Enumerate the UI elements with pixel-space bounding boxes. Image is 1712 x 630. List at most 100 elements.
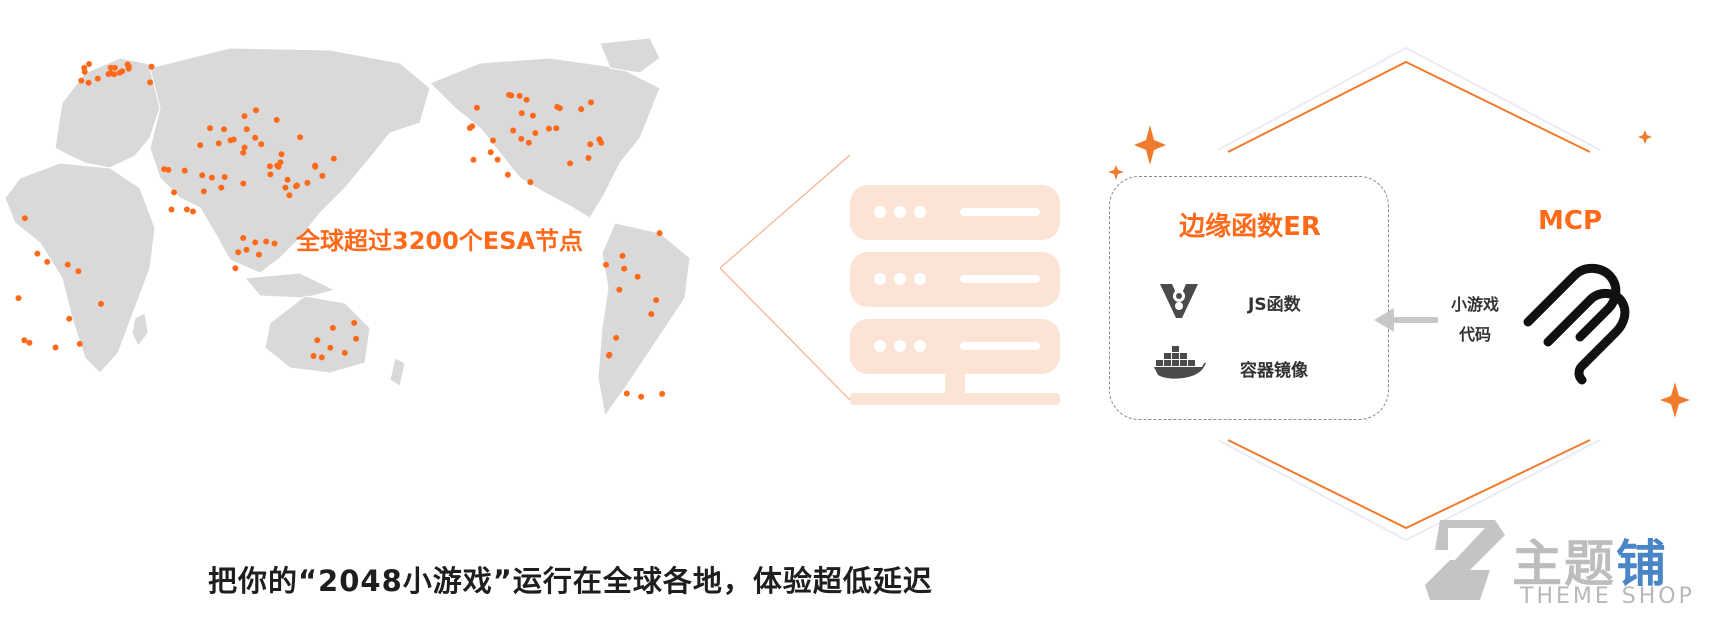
node-dot	[266, 163, 273, 170]
node-dot	[241, 144, 248, 151]
node-dot	[208, 174, 215, 181]
watermark-subtitle: THEME SHOP	[1520, 584, 1695, 609]
node-dot	[215, 140, 222, 147]
node-dot	[221, 174, 228, 180]
mcp-title: MCP	[1538, 206, 1603, 236]
node-dot	[190, 208, 196, 215]
node-dot	[648, 311, 655, 318]
node-dot	[111, 64, 118, 71]
connector-lines	[720, 154, 851, 401]
node-dot	[241, 113, 248, 120]
node-dot	[634, 273, 641, 280]
node-dot	[64, 261, 71, 268]
node-dot	[510, 127, 517, 134]
node-dot	[638, 393, 645, 400]
edge-function-title: 边缘函数ER	[1179, 212, 1321, 242]
node-dot	[525, 139, 532, 146]
south-america-landmass	[597, 222, 691, 418]
node-dot	[587, 141, 594, 148]
node-dot	[243, 246, 250, 253]
left-arrow-icon	[1374, 308, 1438, 332]
node-dot	[86, 61, 93, 67]
node-dot	[44, 258, 51, 265]
node-dot	[171, 189, 177, 196]
node-dot	[200, 188, 207, 195]
node-dot	[125, 65, 132, 72]
indonesia-landmass	[244, 272, 337, 299]
asia-landmass	[149, 47, 431, 274]
node-dot	[76, 340, 83, 347]
node-dot	[78, 77, 85, 84]
node-dot	[319, 172, 326, 179]
node-dot	[263, 238, 270, 245]
sparkle-icon	[1638, 130, 1652, 144]
node-dot	[656, 230, 663, 237]
node-dot	[353, 335, 360, 342]
watermark-title: 主题铺	[1512, 535, 1668, 593]
node-dot	[532, 130, 539, 136]
node-dot	[613, 334, 620, 341]
new-zealand-landmass	[389, 357, 406, 387]
node-dot	[105, 71, 112, 77]
node-dot	[588, 99, 594, 106]
edge-function-box	[1109, 176, 1389, 420]
node-dot	[297, 134, 304, 141]
hexagon-frame	[1108, 46, 1690, 542]
node-dot	[197, 142, 204, 149]
node-dot	[327, 344, 334, 351]
node-dot	[466, 125, 473, 131]
node-dot	[199, 172, 206, 179]
node-dot	[98, 300, 104, 307]
v8-engine-icon	[1160, 284, 1198, 318]
node-dot	[271, 240, 278, 247]
node-dot	[304, 179, 311, 186]
node-dot	[240, 149, 247, 156]
node-dot	[567, 160, 574, 167]
node-dot	[284, 176, 291, 183]
node-dot	[253, 107, 259, 114]
docker-whale-icon	[1154, 346, 1206, 379]
node-dot	[252, 134, 259, 141]
node-dot	[623, 390, 630, 397]
node-dot	[75, 268, 82, 275]
map-node-label: 全球超过3200个ESA节点	[296, 227, 584, 255]
node-dot	[207, 125, 213, 132]
node-dot	[240, 180, 247, 187]
node-dot	[218, 184, 225, 191]
node-dot	[81, 68, 88, 75]
node-dot	[26, 339, 33, 346]
africa-landmass	[4, 162, 156, 374]
node-dot	[578, 106, 585, 113]
node-dot	[94, 75, 101, 82]
node-dot	[556, 105, 563, 112]
container-image-label: 容器镜像	[1240, 361, 1308, 381]
node-dot	[34, 250, 41, 257]
node-dots	[15, 61, 666, 400]
node-dot	[107, 64, 114, 71]
node-dot	[508, 92, 515, 99]
node-dot	[596, 136, 603, 143]
theme-shop-logo-icon	[1425, 520, 1505, 600]
node-dot	[85, 79, 92, 86]
node-dot	[516, 92, 523, 99]
node-dot	[314, 337, 321, 344]
node-dot	[351, 319, 358, 326]
js-function-label: JS函数	[1248, 295, 1301, 315]
node-dot	[293, 183, 299, 190]
node-dot	[286, 192, 293, 199]
node-dot	[603, 261, 609, 268]
node-dot	[490, 137, 496, 144]
game-code-label: 小游戏 代码	[1450, 295, 1499, 344]
node-dot	[273, 116, 280, 123]
node-dot	[235, 249, 242, 256]
node-dot	[659, 390, 666, 397]
sparkle-icon	[1660, 382, 1690, 418]
node-dot	[621, 265, 628, 272]
mcp-logo-icon	[1523, 263, 1630, 385]
node-dot	[470, 156, 477, 163]
madagascar-landmass	[131, 312, 149, 347]
node-dot	[606, 351, 613, 358]
node-dot	[255, 251, 262, 258]
node-dot	[227, 137, 234, 144]
node-dot	[529, 112, 536, 119]
